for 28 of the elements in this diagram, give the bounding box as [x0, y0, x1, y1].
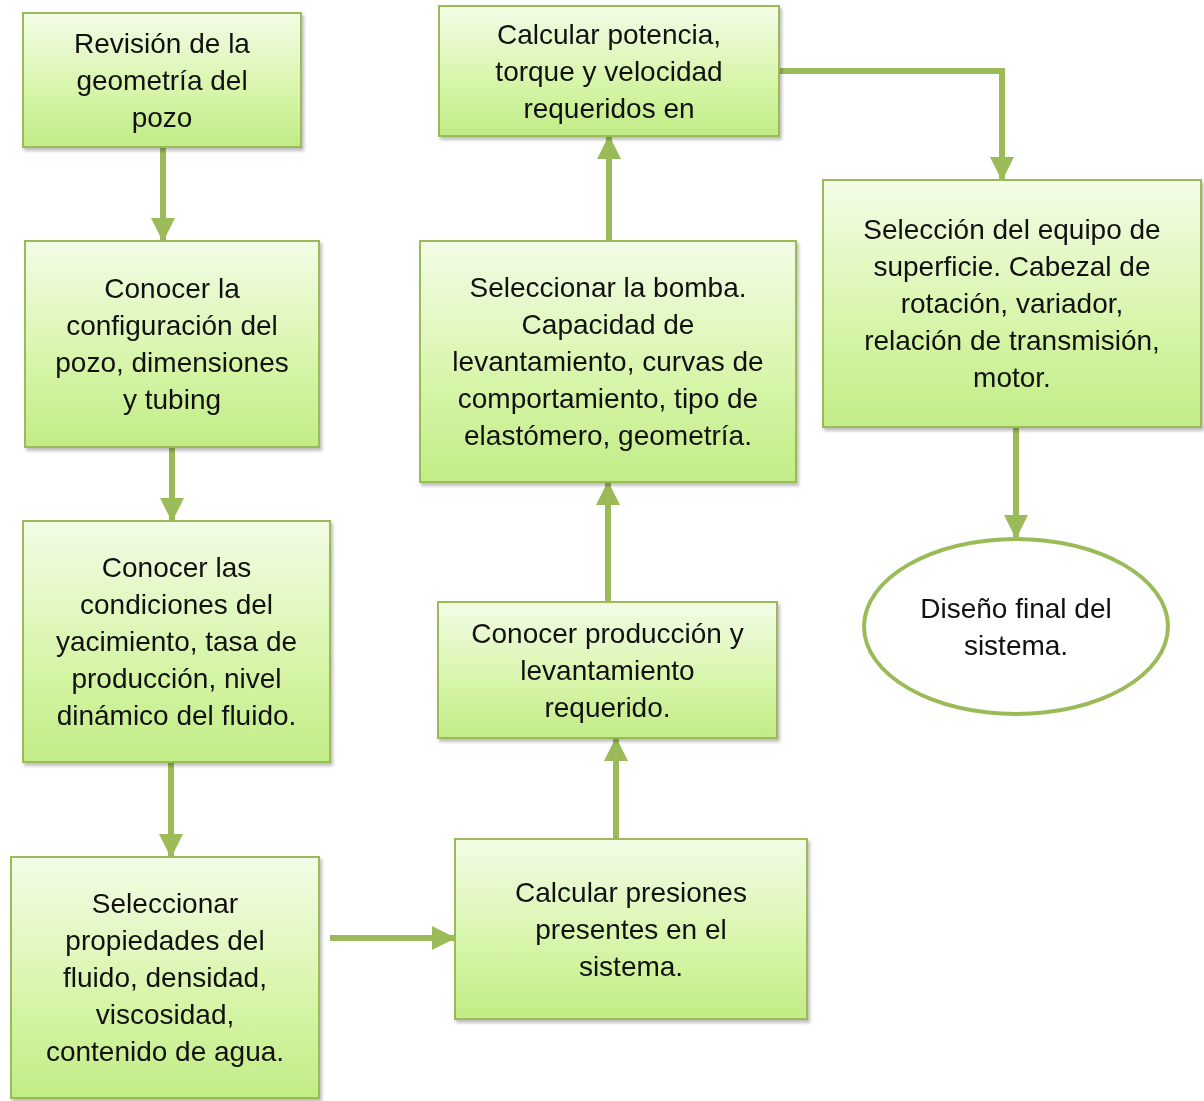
arrow	[151, 148, 175, 242]
node-text: Calcular presiones presentes en el sistema.	[514, 875, 748, 984]
process-box	[22, 520, 331, 763]
process-box	[24, 240, 320, 448]
arrow	[330, 926, 456, 950]
arrow	[596, 481, 620, 601]
node-text: Calcular potencia, torque y velocidad requeridos en	[494, 17, 724, 126]
node-text: Seleccionar propiedades del fluido, densidad, viscosidad, contenido de agua.	[44, 887, 286, 1069]
process-box	[438, 5, 780, 137]
node-text: Conocer la configuración del pozo, dimensiones y tubing	[54, 272, 290, 417]
arrow	[160, 448, 184, 522]
arrow	[159, 763, 183, 858]
node-text: Selección del equipo de superficie. Cabezal de rotación, variador, relación de transmisión, motor.	[862, 213, 1162, 395]
arrow	[780, 68, 1014, 181]
arrow	[604, 737, 628, 838]
process-box	[22, 12, 302, 148]
node-text: Revisión de la geometría del pozo	[73, 26, 251, 135]
arrow	[597, 135, 621, 240]
node-text: Diseño final del sistema.	[919, 591, 1113, 663]
arrow	[1004, 428, 1028, 539]
process-box	[454, 838, 808, 1020]
process-box	[419, 240, 797, 483]
node-text: Seleccionar la bomba. Capacidad de levantamiento, curvas de comportamiento, tipo de elastómero, geometría.	[451, 271, 765, 453]
node-text: Conocer las condiciones del yacimiento, tasa de producción, nivel dinámico del fluido.	[54, 551, 299, 733]
process-box	[822, 179, 1202, 428]
process-box	[10, 856, 320, 1099]
process-box	[437, 601, 778, 739]
node-text: Conocer producción y levantamiento requerido.	[470, 616, 745, 725]
